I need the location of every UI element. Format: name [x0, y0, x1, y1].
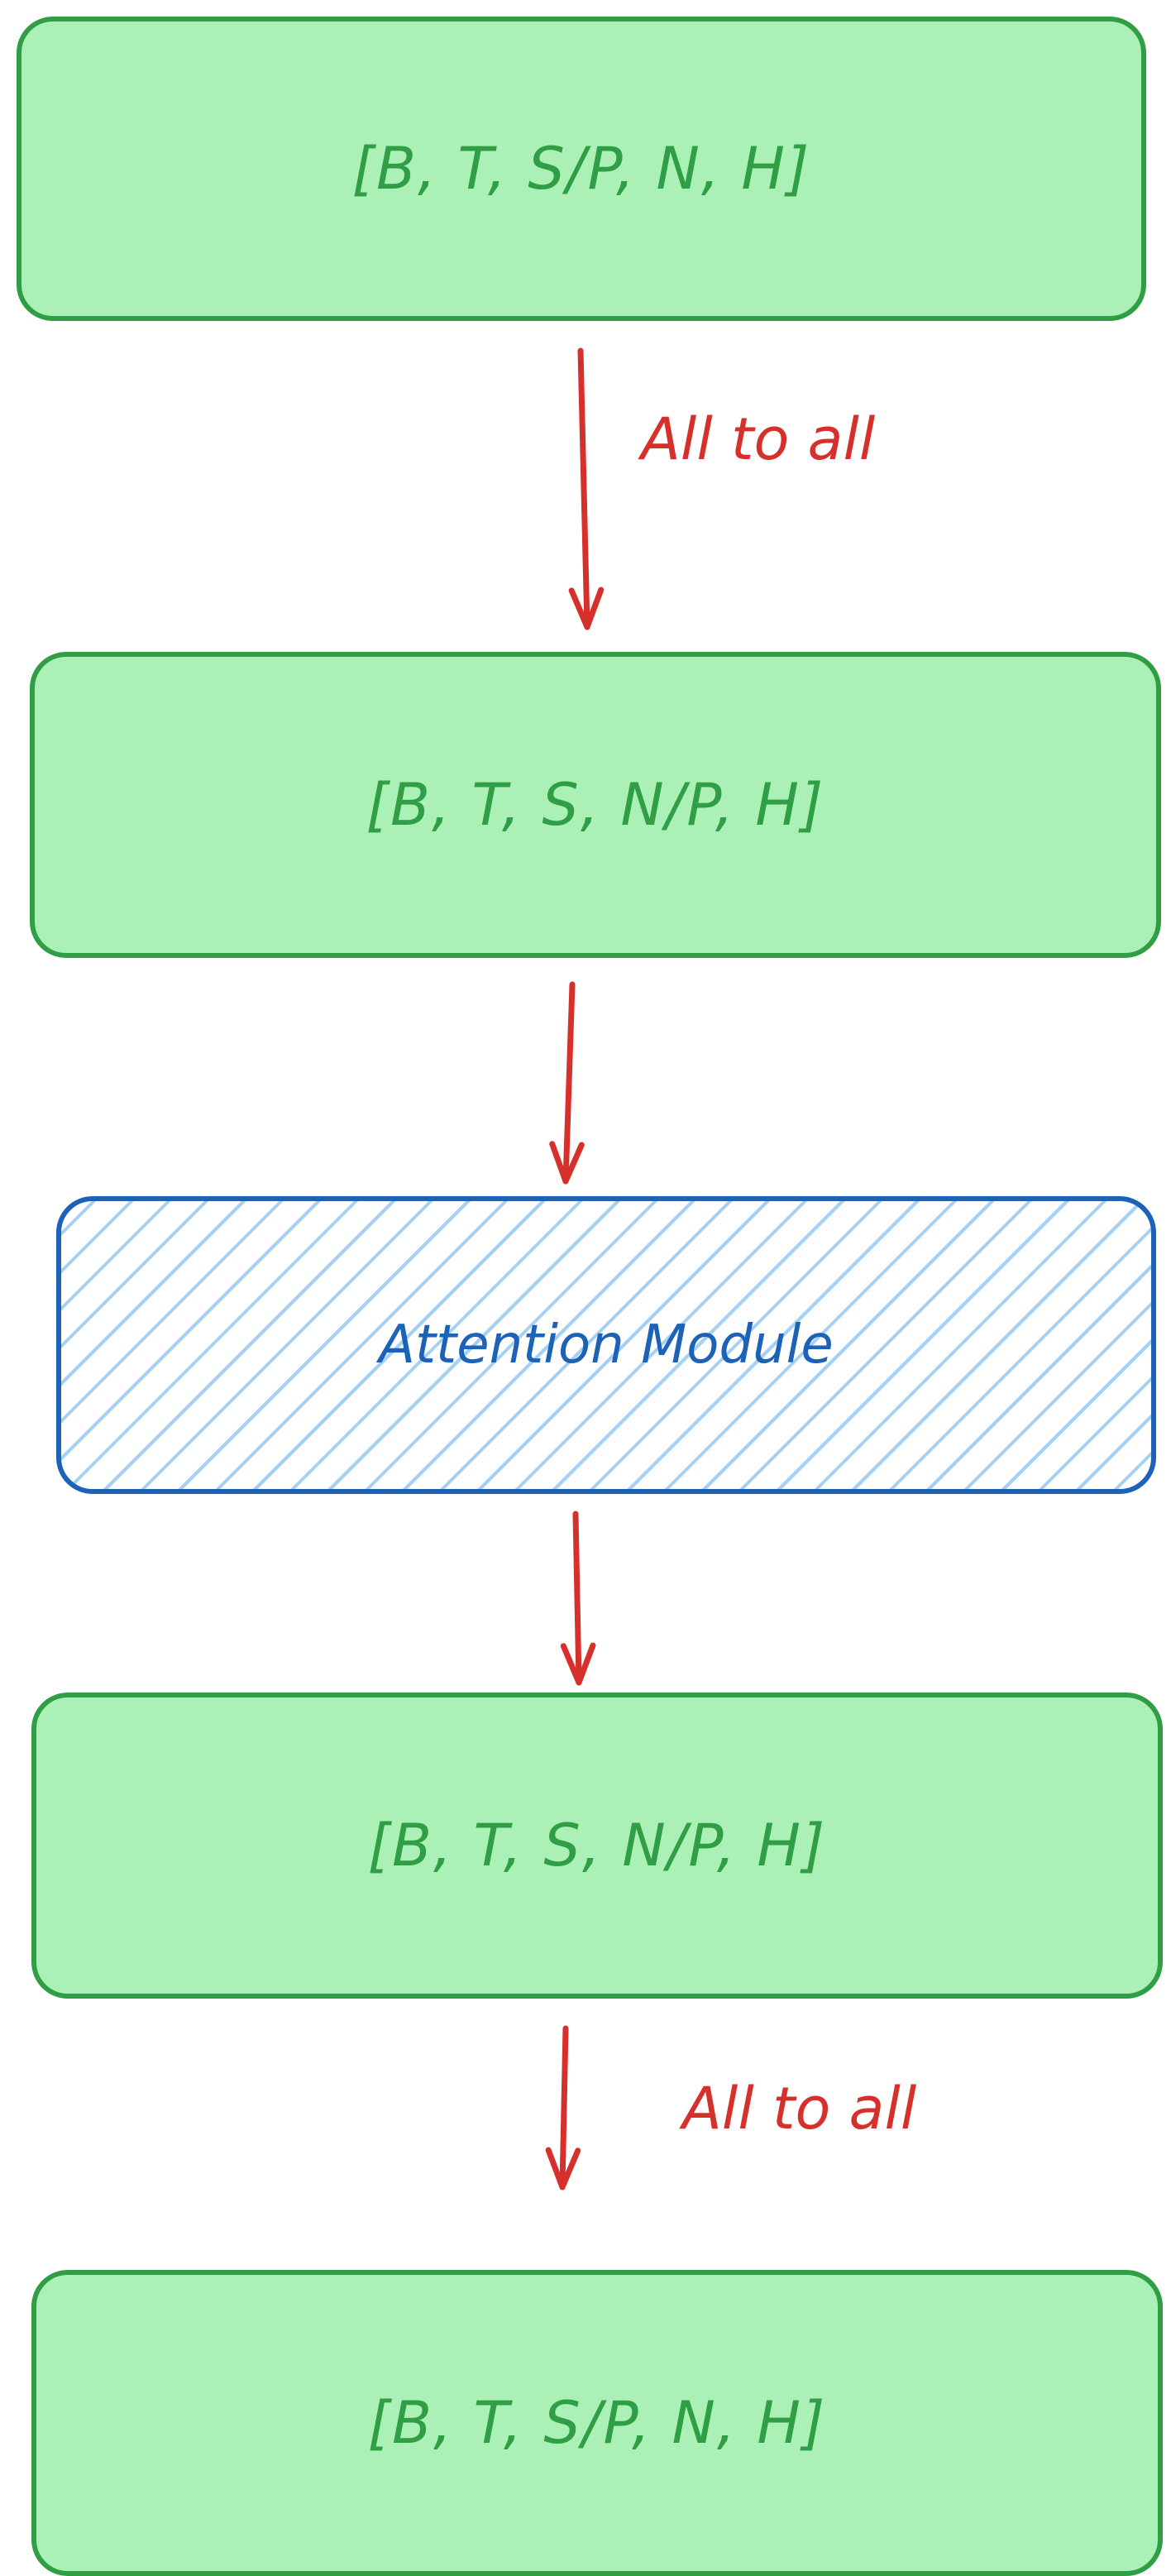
arrow-input-to-after-a2a-head — [568, 587, 605, 630]
arrow-attention-to-attn-out-head — [560, 1642, 596, 1686]
node-output: [B, T, S/P, N, H] — [31, 2270, 1163, 2576]
node-input-label: [B, T, S/P, N, H] — [351, 135, 811, 203]
node-attention-module-label: Attention Module — [379, 1314, 834, 1376]
node-attn-out-label: [B, T, S, N/P, H] — [367, 1812, 827, 1879]
node-attention-module: Attention Module — [56, 1196, 1156, 1494]
arrow-attention-to-attn-out — [560, 1511, 596, 1686]
node-attn-out: [B, T, S, N/P, H] — [31, 1693, 1163, 1999]
node-after-a2a-label: [B, T, S, N/P, H] — [366, 771, 825, 839]
edge-label-all-to-all-2: All to all — [682, 2075, 917, 2143]
arrow-attn-out-to-output-head — [545, 2147, 581, 2191]
edge-label-all-to-all-1: All to all — [641, 405, 876, 473]
arrow-attn-out-to-output — [545, 2025, 581, 2191]
arrow-input-to-after-a2a — [568, 347, 605, 630]
node-output-label: [B, T, S/P, N, H] — [367, 2389, 827, 2457]
arrow-after-a2a-to-attention — [549, 981, 585, 1185]
node-input: [B, T, S/P, N, H] — [17, 17, 1146, 321]
arrow-after-a2a-to-attention-head — [549, 1141, 585, 1185]
node-after-a2a: [B, T, S, N/P, H] — [30, 652, 1161, 958]
